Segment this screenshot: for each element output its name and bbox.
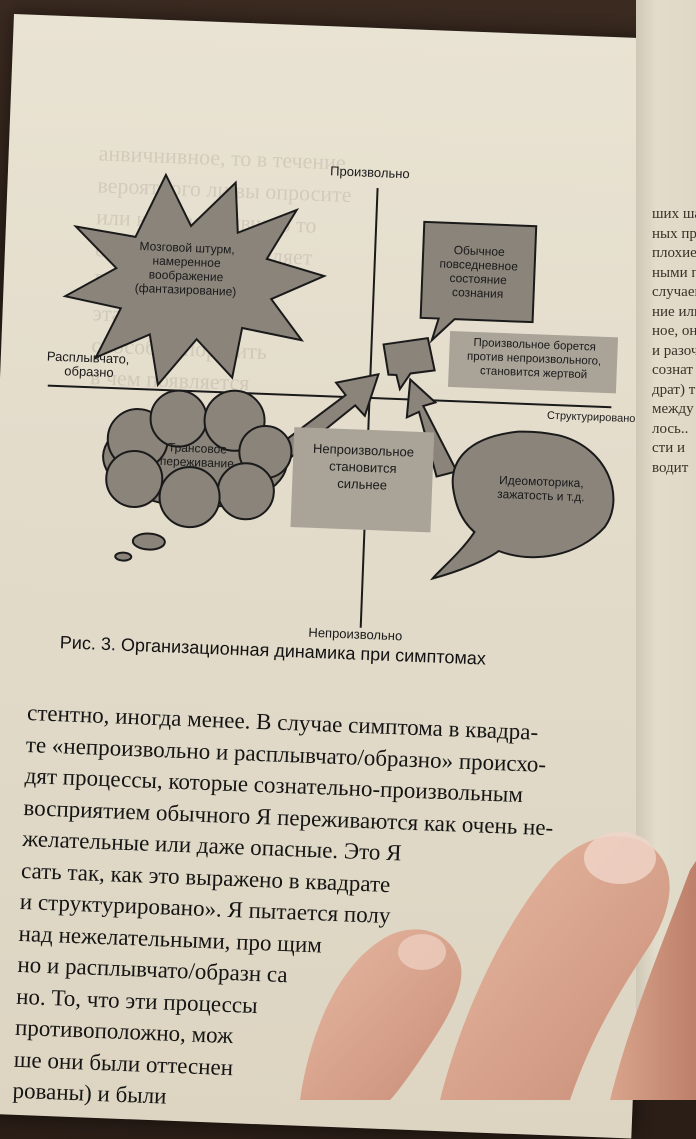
trance-cloud (102, 389, 293, 529)
axis-label-vague: Расплывчато, образно (46, 349, 130, 381)
everyday-state-text: Обычное повседневное состояние сознания (423, 242, 533, 302)
ideomotor-text: Идеомоторика, зажатость и т.д. (476, 472, 607, 505)
index-fingernail (584, 832, 656, 884)
next-page-line: между (652, 401, 694, 417)
involuntary-stronger-text: Непроизвольное становится сильнее (294, 439, 432, 495)
next-page-line: сознат (652, 362, 693, 378)
arrow-up (405, 377, 459, 478)
struggle-text: Произвольное борется против непроизвольн… (450, 335, 617, 383)
next-page-line: лось.. (652, 420, 689, 437)
finger-side (610, 861, 696, 1100)
brainstorm-text: Мозговой штурм, намеренное воображение (… (115, 238, 257, 299)
cloud-dot-large (131, 532, 166, 551)
next-page-line: ных про (652, 225, 696, 242)
next-page-line: плохие, (652, 245, 696, 261)
brainstorm-star-shape (62, 172, 328, 388)
horizontal-axis (47, 384, 612, 409)
finger-thumb (300, 929, 462, 1100)
axis-label-voluntary: Произвольно (329, 163, 410, 182)
next-page-line: случаев (652, 284, 696, 300)
next-page-line: ших шан (652, 206, 696, 222)
vertical-axis (359, 188, 379, 628)
small-pointer-box (382, 337, 436, 392)
ideomotor-bubble (429, 430, 615, 581)
next-page-line: ными п (652, 264, 696, 281)
thumbnail (398, 934, 446, 970)
cloud-dot-small (114, 551, 133, 562)
next-page-line: ное, он (652, 323, 696, 339)
next-page-line: и разоч (652, 342, 696, 359)
next-page-line: водит (652, 459, 689, 476)
next-page-line: драт) т (652, 381, 696, 398)
struggle-box (448, 330, 619, 394)
organizational-diagram: Произвольно Непроизвольно Расплывчато, о… (0, 14, 674, 659)
trance-text: Трансовое переживание (137, 439, 258, 472)
everyday-state-box (419, 220, 538, 344)
next-page-line: ние или (652, 303, 696, 320)
diagram-graphics (47, 172, 619, 628)
hand (300, 832, 696, 1100)
next-page-line: сти и (652, 440, 686, 456)
involuntary-box (290, 427, 435, 533)
next-page-text: ших шан ных про плохие, ными п случаев ние ил… (652, 205, 696, 478)
finger-index (440, 836, 670, 1100)
